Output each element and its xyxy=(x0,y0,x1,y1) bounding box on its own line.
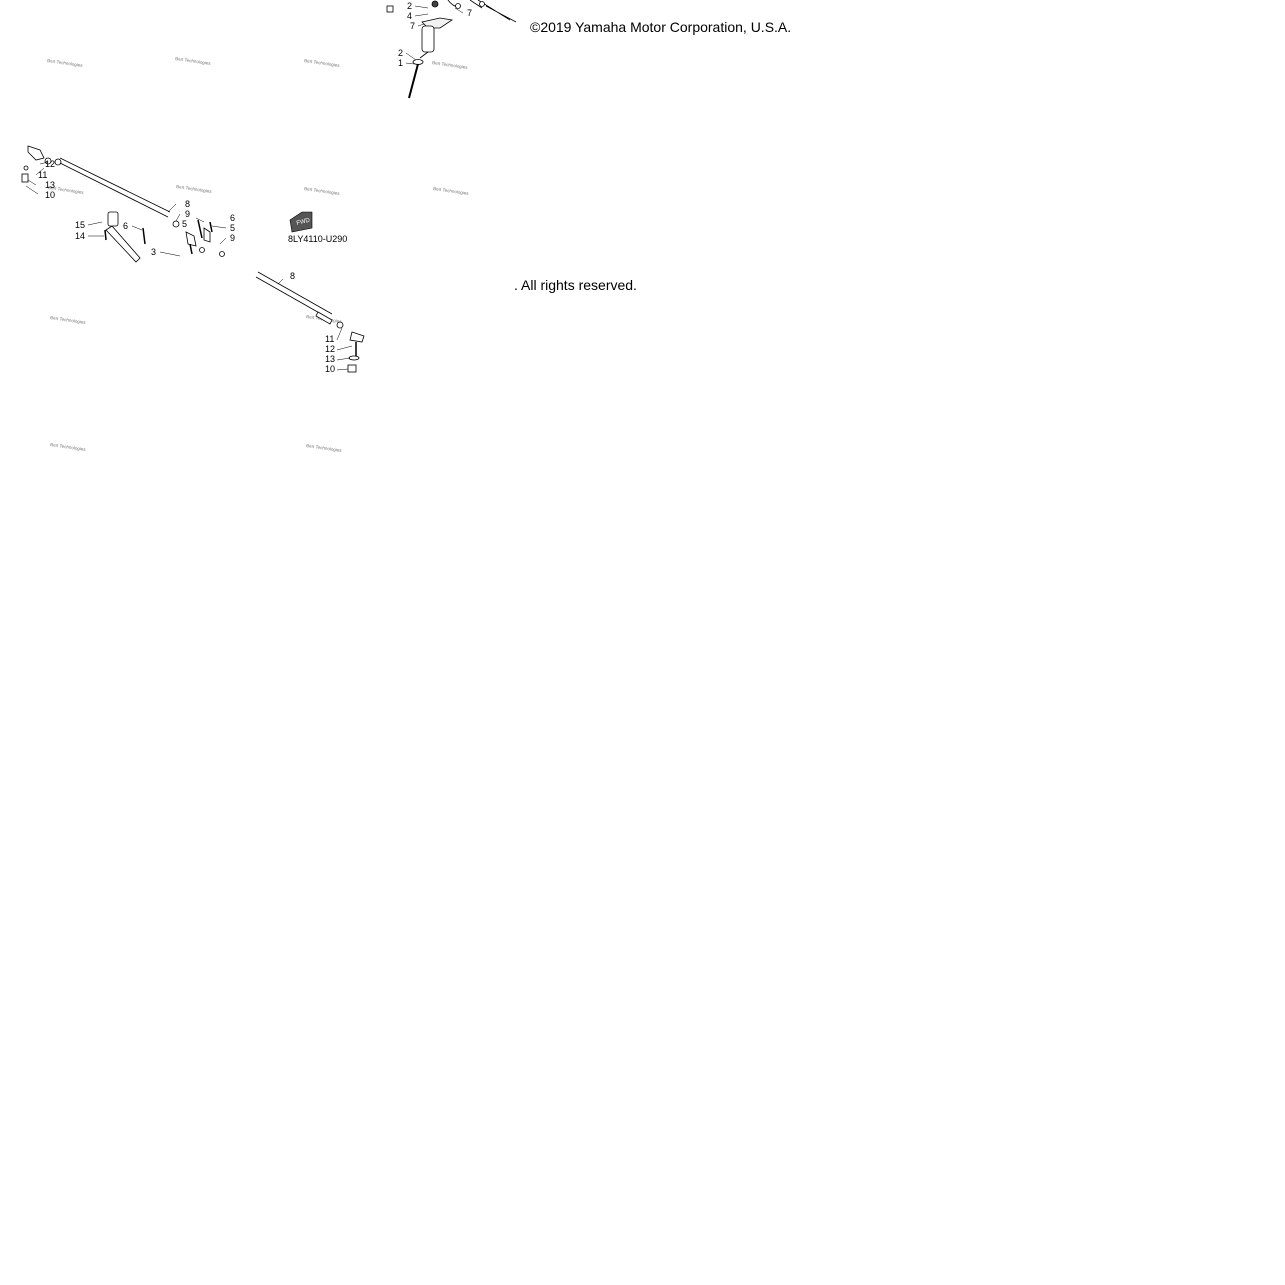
callout-5: 5 xyxy=(182,219,187,229)
fwd-label: FWD xyxy=(296,217,311,227)
callout-8: 8 xyxy=(185,199,190,209)
middle-callouts: 12 11 13 10 8 9 5 6 5 9 15 14 6 3 xyxy=(38,159,235,257)
callout-2: 2 xyxy=(407,1,412,11)
callout-1: 1 xyxy=(398,58,403,68)
callout-13: 13 xyxy=(325,354,335,364)
callout-6: 6 xyxy=(230,213,235,223)
callout-13: 13 xyxy=(45,180,55,190)
callout-2: 2 xyxy=(398,48,403,58)
callout-6: 6 xyxy=(123,221,128,231)
callout-11: 11 xyxy=(325,334,334,344)
steering-column-assembly xyxy=(386,0,517,99)
watermark: Bert Technologies xyxy=(306,443,343,453)
callout-10: 10 xyxy=(45,190,55,200)
watermark: Bert Technologies xyxy=(304,58,341,68)
right-tie-rod-assembly xyxy=(255,271,365,373)
tie-rod-assembly xyxy=(21,145,227,263)
callout-12: 12 xyxy=(45,159,55,169)
watermarks: Bert Technologies Bert Technologies Bert… xyxy=(47,56,470,453)
callout-3: 3 xyxy=(151,247,156,257)
callout-11: 11 xyxy=(38,170,47,180)
callout-7: 7 xyxy=(410,21,415,31)
diagram-code: 8LY4110-U290 xyxy=(288,234,347,244)
watermark: Bert Technologies xyxy=(175,56,212,66)
fwd-indicator: FWD xyxy=(289,211,313,233)
watermark: Bert Technologies xyxy=(47,58,84,68)
watermark: Bert Technologies xyxy=(48,185,85,195)
callout-7: 7 xyxy=(467,8,472,18)
callout-4: 4 xyxy=(407,11,412,21)
callout-8: 8 xyxy=(290,271,295,281)
top-callouts: 2 4 7 7 2 1 xyxy=(398,1,472,68)
watermark: Bert Technologies xyxy=(432,60,469,70)
watermark: Bert Technologies xyxy=(433,186,470,196)
watermark: Bert Technologies xyxy=(176,184,213,194)
callout-9: 9 xyxy=(185,209,190,219)
bottom-callouts: 8 11 12 13 10 xyxy=(290,271,335,374)
callout-12: 12 xyxy=(325,344,335,354)
callout-9: 9 xyxy=(230,233,235,243)
callout-5: 5 xyxy=(230,223,235,233)
watermark: Bert Technologies xyxy=(50,442,87,452)
callout-15: 15 xyxy=(75,220,85,230)
callout-14: 14 xyxy=(75,231,85,241)
rights-text: . All rights reserved. xyxy=(514,277,637,293)
copyright-text: ©2019 Yamaha Motor Corporation, U.S.A. xyxy=(530,19,792,35)
watermark: Bert Technologies xyxy=(304,186,341,196)
watermark: Bert Technologies xyxy=(50,315,87,325)
callout-10: 10 xyxy=(325,364,335,374)
